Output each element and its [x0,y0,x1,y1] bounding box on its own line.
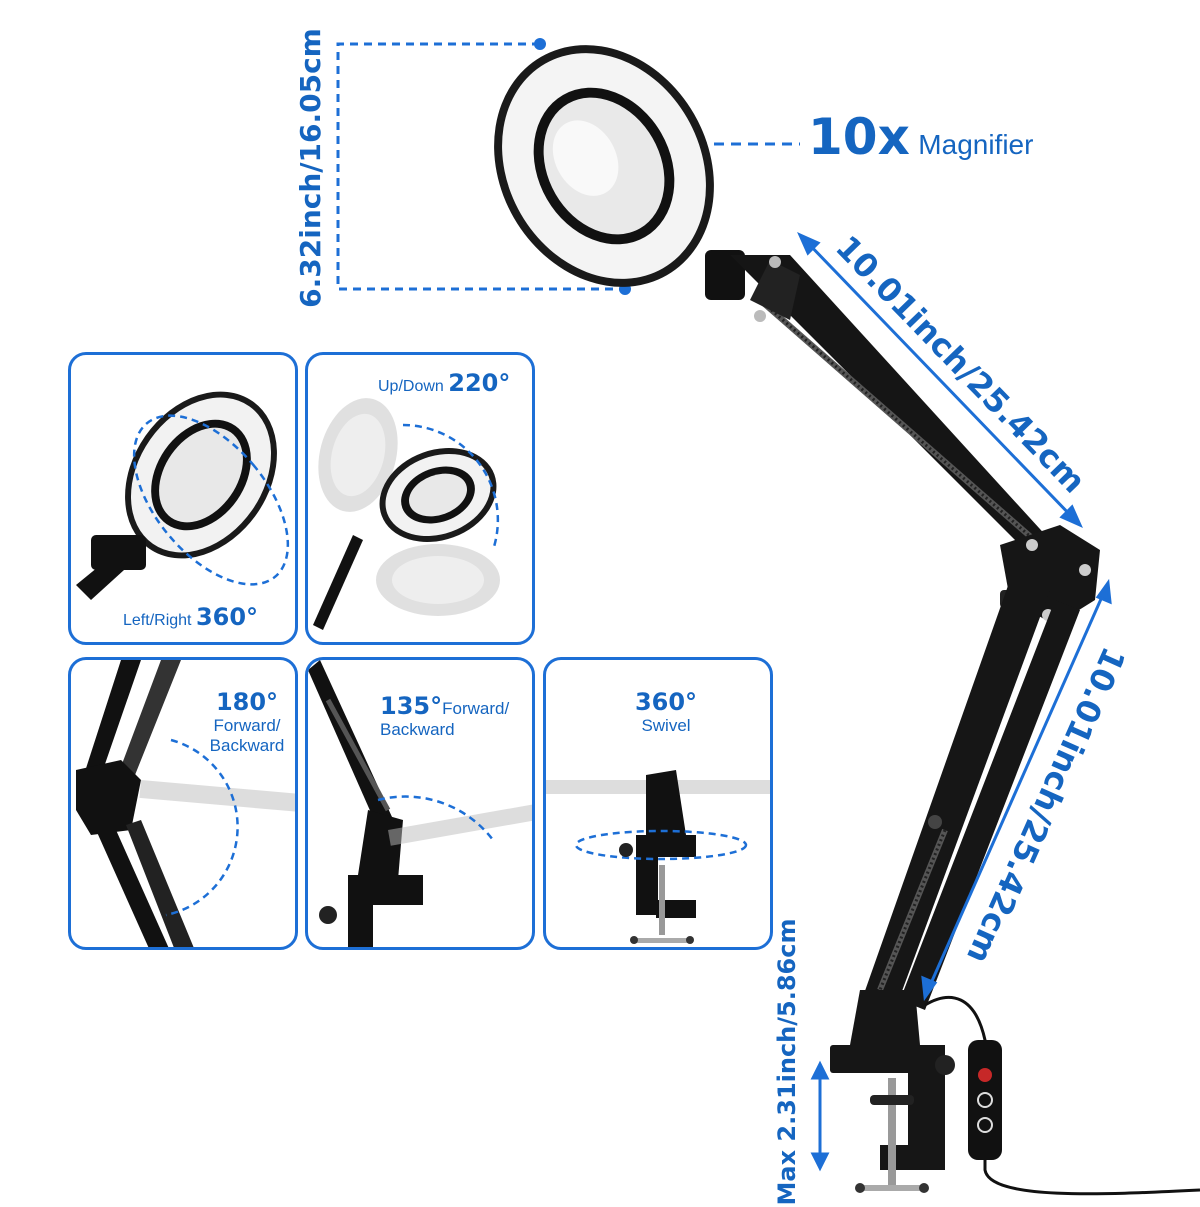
lamp-head [494,45,714,287]
magnifier-label: Magnifier [918,129,1034,160]
lower-arm-dimension-arrow [921,578,1112,1002]
upper-arm-dimension-arrow [797,232,1083,528]
panel-swivel-360: 360° Swivel [543,657,773,950]
forward-135-degrees: 135° [380,692,443,720]
clamp-opening-label: Max 2.31inch/5.86cm [773,918,801,1206]
base-joint-icon [308,660,532,947]
panel-left-right-rotation: Left/Right 360° [68,352,298,645]
forward-135-line1: Forward/ [442,699,510,718]
forward-180-line2: Backward [209,736,285,755]
clamp-base [830,990,955,1193]
elbow-joint-icon [76,660,295,947]
left-right-prefix: Left/Right [123,612,192,629]
dimmer-controller [968,1040,1002,1160]
head-dimension-bracket [336,42,625,291]
swivel-clamp-icon [546,770,770,944]
up-down-head-icon [313,398,500,630]
lower-arm [860,580,1080,1010]
left-right-head-icon [76,391,290,600]
left-right-degrees: 360° [195,603,259,631]
magnifier-callout: 10x Magnifier [808,108,1033,166]
forward-180-degrees: 180° [215,688,279,716]
clamp-dimension-arrow [810,1060,830,1172]
forward-180-line1: Forward/ [213,716,281,735]
up-down-degrees: 220° [448,369,511,397]
swivel-degrees: 360° [634,688,698,716]
head-diameter-label: 6.32inch/16.05cm [294,28,327,308]
swivel-label: Swivel [641,716,691,735]
panel-forward-180: 180° Forward/ Backward [68,657,298,950]
magnifier-power: 10x [808,108,910,166]
panel-up-down-rotation: Up/Down 220° [305,352,535,645]
panel-forward-135: 135°Forward/ Backward [305,657,535,950]
upper-arm [730,255,1050,560]
up-down-prefix: Up/Down [378,378,444,395]
forward-135-line2: Backward [380,720,455,739]
